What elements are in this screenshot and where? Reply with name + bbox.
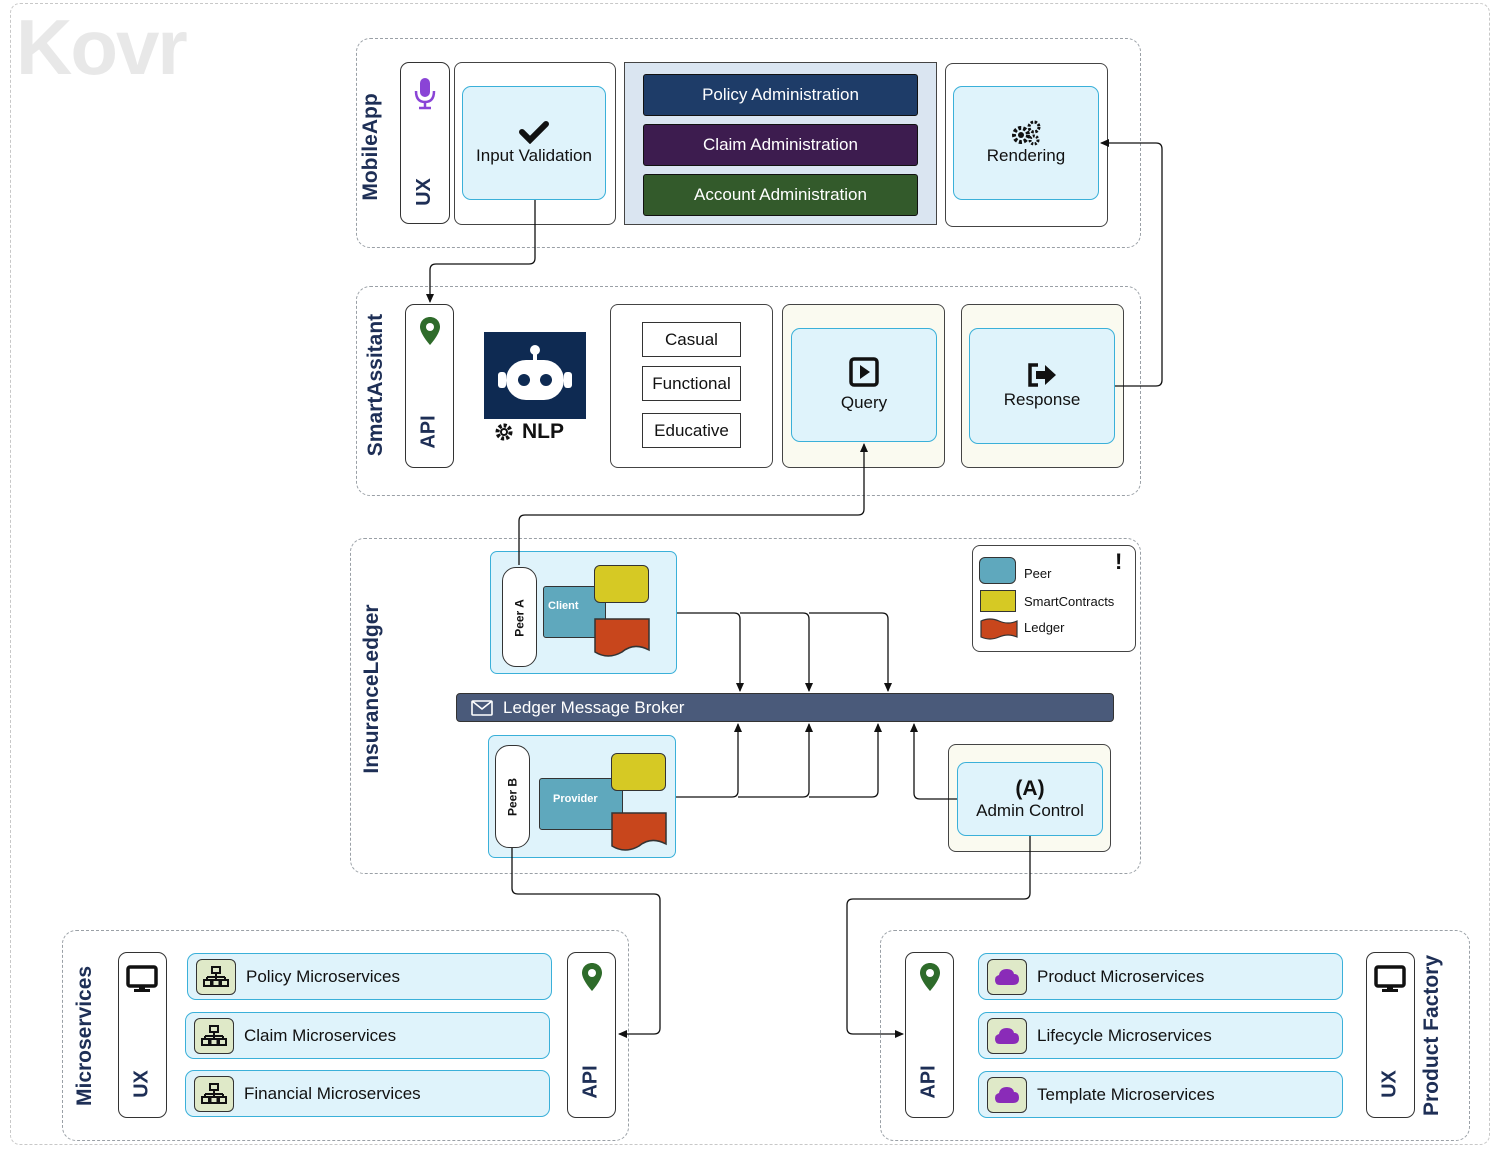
product-ux-label: UX	[1378, 1070, 1401, 1098]
rendering-box[interactable]: Rendering	[953, 86, 1099, 200]
location-pin-icon	[919, 962, 941, 997]
product-ux-pill	[1366, 952, 1415, 1118]
kovr-logo: Kovr	[16, 3, 188, 91]
query-box[interactable]: Query	[791, 328, 937, 442]
broker-label: Ledger Message Broker	[503, 697, 685, 717]
robot-icon	[498, 345, 572, 400]
microphone-icon	[413, 77, 437, 116]
peer-a-pill[interactable]	[502, 567, 537, 667]
location-pin-icon	[419, 316, 441, 351]
product-factory-title: Product Factory	[1420, 954, 1443, 1116]
nlp-robot-badge	[484, 332, 586, 419]
lifecycle-microservices[interactable]: Lifecycle Microservices	[978, 1012, 1343, 1059]
legend-smartcontracts-label: SmartContracts	[1024, 594, 1115, 609]
product-factory-lane	[880, 930, 1470, 1141]
cloud-icon	[987, 958, 1027, 995]
smart-assistant-title: SmartAssitant	[364, 313, 387, 457]
query-label: Query	[840, 393, 888, 412]
envelope-icon	[471, 699, 493, 716]
provider-smart-contract[interactable]	[611, 753, 666, 791]
provider-label: Provider	[553, 793, 598, 805]
financial-microservices-label: Financial Microservices	[244, 1083, 421, 1103]
claim-microservices[interactable]: Claim Microservices	[185, 1012, 550, 1059]
outer-frame	[10, 3, 1490, 1145]
legend-ledger-swatch	[980, 618, 1018, 645]
sign-out-icon	[1028, 363, 1056, 387]
legend-smartcontracts-swatch	[980, 590, 1016, 612]
sitemap-icon	[196, 958, 236, 995]
monitor-icon	[126, 965, 158, 998]
policy-microservices-label: Policy Microservices	[246, 966, 400, 986]
sitemap-icon	[194, 1075, 234, 1112]
play-icon	[849, 357, 879, 387]
input-validation-label: Input Validation	[476, 146, 592, 165]
template-microservices[interactable]: Template Microservices	[978, 1071, 1343, 1118]
product-api-label: API	[917, 1065, 940, 1099]
client-smart-contract[interactable]	[594, 565, 649, 603]
response-label: Response	[1003, 390, 1081, 409]
mode-educative[interactable]: Educative	[642, 413, 741, 448]
legend-peer-label: Peer	[1024, 566, 1052, 581]
micro-ux-pill	[118, 952, 167, 1118]
client-ledger[interactable]	[594, 618, 650, 663]
client-label: Client	[548, 600, 579, 612]
provider-ledger[interactable]	[611, 812, 667, 857]
mode-casual[interactable]: Casual	[642, 322, 741, 357]
provider-peer[interactable]	[539, 778, 623, 830]
response-box[interactable]: Response	[969, 328, 1115, 444]
checkmark-icon	[519, 121, 549, 144]
location-pin-icon	[581, 962, 603, 997]
mobile-ux-label: UX	[413, 178, 435, 206]
sitemap-icon	[194, 1017, 234, 1054]
template-microservices-label: Template Microservices	[1037, 1084, 1215, 1104]
admin-control-label: Admin Control	[976, 801, 1084, 820]
claim-microservices-label: Claim Microservices	[244, 1025, 397, 1045]
broadcast-icon: (A)	[1015, 777, 1045, 800]
lifecycle-microservices-label: Lifecycle Microservices	[1037, 1025, 1212, 1045]
gears-icon	[1012, 120, 1041, 146]
peer-b-label: Peer B	[505, 777, 520, 817]
micro-api-label: API	[579, 1065, 602, 1099]
nlp-caption: NLP	[494, 420, 564, 444]
peer-a-label: Peer A	[512, 599, 527, 637]
legend-alert-icon: !	[1115, 549, 1123, 574]
micro-ux-label: UX	[130, 1070, 153, 1098]
nlp-label: NLP	[522, 420, 564, 443]
admin-control-box[interactable]: (A) Admin Control	[957, 762, 1103, 836]
legend-peer-swatch	[979, 557, 1016, 584]
ledger-message-broker[interactable]: Ledger Message Broker	[456, 693, 1114, 722]
microservices-title: Microservices	[73, 965, 96, 1106]
legend-ledger-label: Ledger	[1024, 620, 1065, 635]
financial-microservices[interactable]: Financial Microservices	[185, 1070, 550, 1117]
mode-functional[interactable]: Functional	[642, 366, 741, 401]
insurance-ledger-title: InsuranceLedger	[360, 604, 383, 774]
cloud-icon	[987, 1017, 1027, 1054]
policy-microservices[interactable]: Policy Microservices	[187, 953, 552, 1000]
rendering-label: Rendering	[986, 146, 1066, 165]
smart-api-pill	[405, 304, 454, 468]
product-microservices[interactable]: Product Microservices	[978, 953, 1343, 1000]
microservices-lane	[62, 930, 629, 1141]
monitor-icon	[1374, 965, 1406, 998]
claim-administration-button[interactable]: Claim Administration	[643, 124, 918, 166]
policy-administration-button[interactable]: Policy Administration	[643, 74, 918, 116]
mobile-app-title: MobileApp	[359, 93, 382, 201]
product-microservices-label: Product Microservices	[1037, 966, 1205, 986]
smart-api-label: API	[417, 415, 440, 449]
input-validation-box[interactable]: Input Validation	[462, 86, 606, 200]
cog-icon	[495, 423, 513, 441]
cloud-icon	[987, 1076, 1027, 1113]
account-administration-button[interactable]: Account Administration	[643, 174, 918, 216]
peer-b-pill[interactable]	[495, 745, 530, 848]
